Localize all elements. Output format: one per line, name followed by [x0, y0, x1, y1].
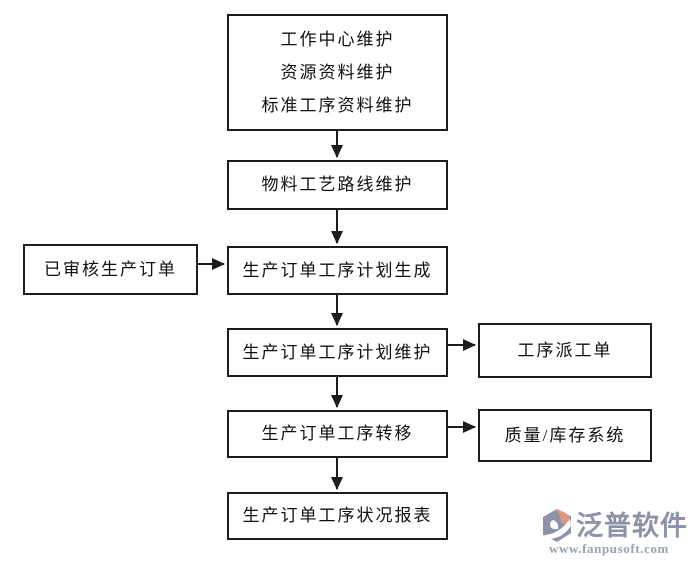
node-label: 生产订单工序转移 [261, 424, 414, 443]
fanpu-watermark: 泛普软件 www.fanpusoft.com [541, 508, 688, 559]
node-label: 质量/库存系统 [504, 425, 626, 445]
flow-node-process-transfer: 生产订单工序转移 [227, 410, 448, 458]
node-label: 已审核生产订单 [44, 259, 177, 279]
node-label: 生产订单工序计划生成 [242, 260, 433, 280]
flow-node-plan-generation: 生产订单工序计划生成 [227, 246, 448, 295]
node-line: 资源资料维护 [280, 63, 395, 82]
flow-node-approved-order: 已审核生产订单 [23, 244, 198, 295]
flow-node-plan-maintenance: 生产订单工序计划维护 [227, 328, 448, 377]
node-label: 工序派工单 [517, 340, 613, 360]
fanpu-logo-row: 泛普软件 [541, 508, 688, 543]
flow-node-routing: 物料工艺路线维护 [227, 160, 448, 210]
fanpu-logo-icon [541, 508, 574, 543]
node-label: 生产订单工序计划维护 [242, 342, 433, 362]
node-line: 标准工序资料维护 [261, 96, 414, 115]
node-line: 工作中心维护 [280, 30, 395, 49]
node-label: 生产订单工序状况报表 [242, 506, 433, 525]
flow-node-dispatch-order: 工序派工单 [478, 323, 652, 378]
flow-node-quality-inventory: 质量/库存系统 [478, 409, 652, 462]
fanpu-url-text: www.fanpusoft.com [549, 541, 669, 556]
fanpu-brand-text: 泛普软件 [576, 510, 688, 541]
node-label: 物料工艺路线维护 [261, 175, 414, 194]
flow-node-status-report: 生产订单工序状况报表 [227, 492, 448, 540]
flow-node-master-data: 工作中心维护 资源资料维护 标准工序资料维护 [227, 14, 448, 131]
